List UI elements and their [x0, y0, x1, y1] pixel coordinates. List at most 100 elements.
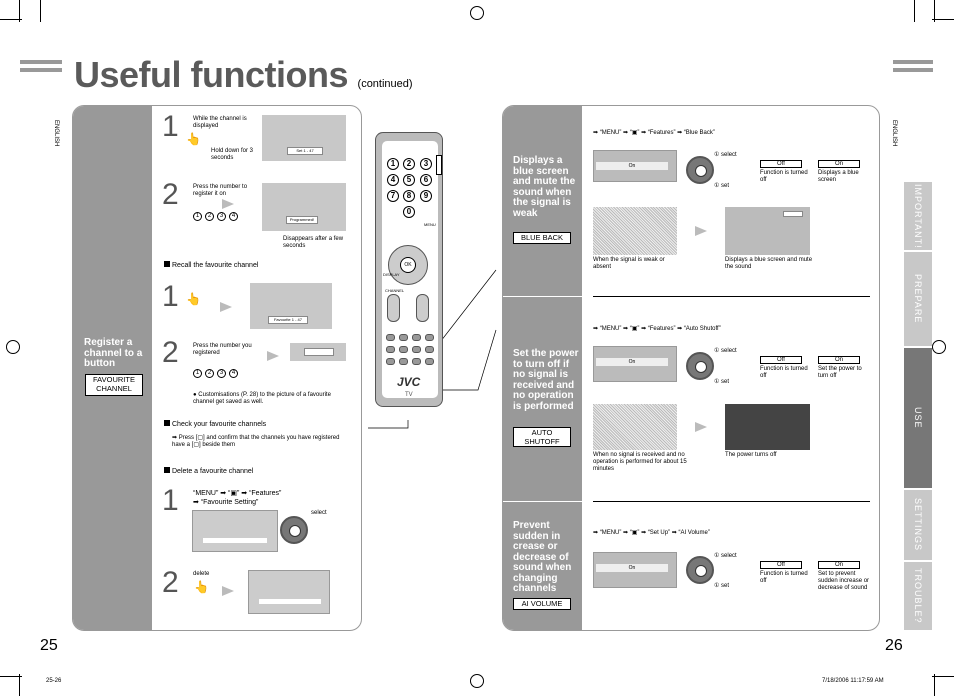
auto-shutoff-heading: Set the power to turn off if no signal i… — [513, 348, 579, 412]
option-desc: Set to prevent sudden increase or decrea… — [818, 571, 870, 591]
jvc-logo: JVC — [397, 375, 421, 389]
section-heading: Recall the favourite channel — [164, 261, 258, 270]
crop-mark — [19, 0, 20, 22]
delete-label: delete — [193, 571, 210, 577]
footer-code: 25-26 — [46, 678, 62, 684]
menu-path: ➡ “MENU” ➡ “▣” ➡ “Features” ➡ “Auto Shut… — [593, 326, 721, 332]
option-off: Off — [760, 561, 802, 569]
remote-key-5: 5 — [403, 174, 415, 186]
auto-shutoff-menu: On — [593, 346, 677, 382]
step-number: 2 — [162, 336, 179, 369]
header-bar — [893, 60, 933, 64]
caption: Displays a blue screen and mute the soun… — [725, 257, 813, 270]
remote-key-8: 8 — [403, 190, 415, 202]
tab-trouble[interactable]: TROUBLE? — [904, 562, 932, 630]
option-desc: Function is turned off — [760, 366, 808, 379]
arrow-icon — [222, 586, 234, 596]
crop-mark — [914, 0, 915, 22]
remote-key-0: 0 — [403, 206, 415, 218]
option-desc: Function is turned off — [760, 571, 808, 584]
footer-date: 7/18/2006 11:17:59 AM — [822, 678, 884, 684]
menu-path: ➡ “MENU” ➡ “▣” ➡ “Features” ➡ “Blue Back… — [593, 130, 715, 136]
remote-label: MENU — [424, 222, 436, 227]
tab-prepare[interactable]: PREPARE — [904, 252, 932, 346]
arrow-icon — [220, 302, 232, 312]
crop-mark — [932, 19, 954, 20]
features-panel — [502, 105, 880, 631]
tv-screen — [725, 207, 810, 255]
ai-volume-heading: Prevent sudden in crease or decrease of … — [513, 520, 572, 594]
no-signal-image — [593, 404, 677, 450]
option-desc: Set the power to turn off — [818, 366, 862, 379]
remote-label: CHANNEL — [385, 288, 405, 293]
select-label: select — [311, 510, 327, 516]
menu-path: “MENU” ➡ “▣” ➡ “Features” — [193, 490, 282, 497]
remote-key-1: 1 — [387, 158, 399, 170]
step-text: Hold down for 3 seconds — [211, 148, 254, 161]
menu-path: ➡ “MENU” ➡ “▣” ➡ “Set Up” ➡ “AI Volume” — [593, 530, 710, 536]
divider — [593, 501, 870, 502]
tv-screen: Favourite 1 - 47 — [250, 283, 332, 329]
note-text: Disappears after a few seconds — [283, 236, 344, 249]
registration-mark — [932, 340, 946, 354]
navigation-knob-icon — [280, 516, 308, 544]
remote-ok-button: OK — [400, 257, 416, 273]
set-label: ① set — [714, 379, 730, 385]
remote-label: DISPLAY — [383, 272, 400, 277]
caption: When the signal is weak or absent — [593, 257, 665, 270]
page-number: 26 — [885, 637, 903, 654]
remote-key-3: 3 — [420, 158, 432, 170]
tv-screen-off — [725, 404, 810, 450]
step-text: Press the number you registered — [193, 343, 252, 356]
arrow-icon — [695, 226, 707, 236]
step-number: 2 — [162, 178, 179, 211]
blue-back-menu: On — [593, 150, 677, 182]
navigation-knob-icon — [686, 352, 714, 380]
crop-mark — [932, 676, 954, 677]
auto-shutoff-button: AUTO SHUTOFF — [513, 427, 571, 447]
arrow-icon — [222, 199, 234, 209]
navigation-knob-icon — [686, 156, 714, 184]
option-off: Off — [760, 356, 802, 364]
step-number: 1 — [162, 484, 179, 517]
remote-side-key — [436, 155, 442, 175]
crop-mark — [0, 676, 22, 677]
registration-mark — [470, 6, 484, 20]
favourite-setting-menu — [248, 570, 330, 614]
remote-key-2: 2 — [403, 158, 415, 170]
divider — [593, 296, 870, 297]
option-on: On — [818, 160, 860, 168]
header-bar — [893, 68, 933, 72]
registration-mark — [470, 674, 484, 688]
step-text: Press the number to register it on — [193, 184, 248, 197]
arrow-icon — [695, 422, 707, 432]
remote-volume-rocker — [416, 294, 429, 322]
remote-channel-rocker — [387, 294, 400, 322]
tab-important[interactable]: IMPORTANT! — [904, 182, 932, 250]
caption: When no signal is received and no operat… — [593, 452, 687, 472]
hand-press-icon: 👆 — [186, 292, 201, 306]
blue-back-heading: Displays a blue screen and mute the soun… — [513, 155, 576, 219]
language-label: ENGLISH — [891, 120, 897, 147]
hand-press-icon: 👆 — [186, 132, 201, 146]
crop-mark — [40, 0, 41, 22]
remote-key-7: 7 — [387, 190, 399, 202]
step-number: 2 — [162, 566, 179, 599]
tv-screen — [290, 343, 346, 361]
remote-key-9: 9 — [420, 190, 432, 202]
select-label: ① select — [714, 553, 737, 559]
arrow-icon — [267, 351, 279, 361]
navigation-knob-icon — [686, 556, 714, 584]
tab-settings[interactable]: SETTINGS — [904, 490, 932, 560]
registration-mark — [6, 340, 20, 354]
language-label: ENGLISH — [53, 120, 59, 147]
hand-press-icon: 👆 — [194, 580, 209, 594]
ai-volume-button: AI VOLUME — [513, 598, 571, 610]
step-text: While the channel is displayed — [193, 116, 247, 129]
option-on: On — [818, 356, 860, 364]
tab-use[interactable]: USE — [904, 348, 932, 488]
blue-back-button: BLUE BACK — [513, 232, 571, 244]
crop-mark — [934, 0, 935, 22]
option-on: On — [818, 561, 860, 569]
